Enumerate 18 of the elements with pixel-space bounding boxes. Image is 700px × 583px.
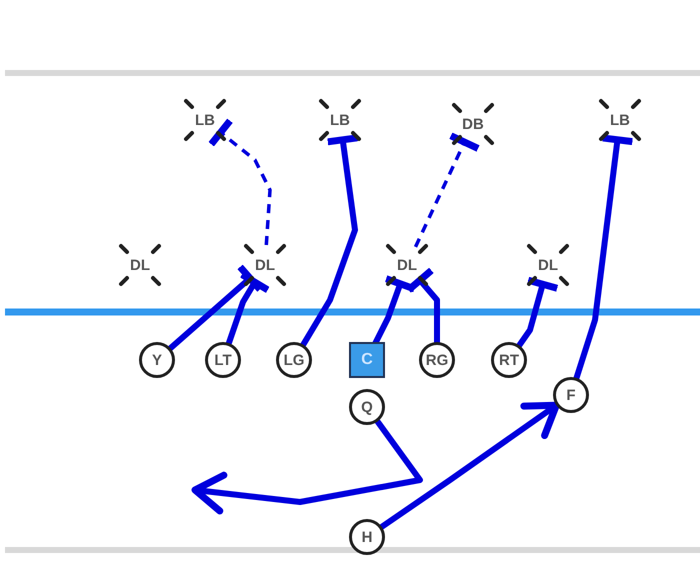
route-arrow (192, 418, 423, 514)
dashed-route-line (208, 118, 272, 246)
block-line (168, 264, 263, 352)
route-arrow (378, 402, 560, 530)
player-circle: Q (349, 389, 385, 425)
block-line (300, 134, 360, 348)
block-line (516, 277, 560, 348)
player-circle: RT (491, 342, 527, 378)
player-circle: LG (276, 342, 312, 378)
player-circle: F (553, 377, 589, 413)
player-circle: RG (419, 342, 455, 378)
center-square: C (349, 342, 385, 378)
dashed-route-line (414, 132, 481, 248)
block-line (574, 134, 635, 381)
player-circle: Y (139, 342, 175, 378)
block-line (226, 272, 270, 346)
player-circle: H (349, 519, 385, 555)
player-circle: LT (205, 342, 241, 378)
